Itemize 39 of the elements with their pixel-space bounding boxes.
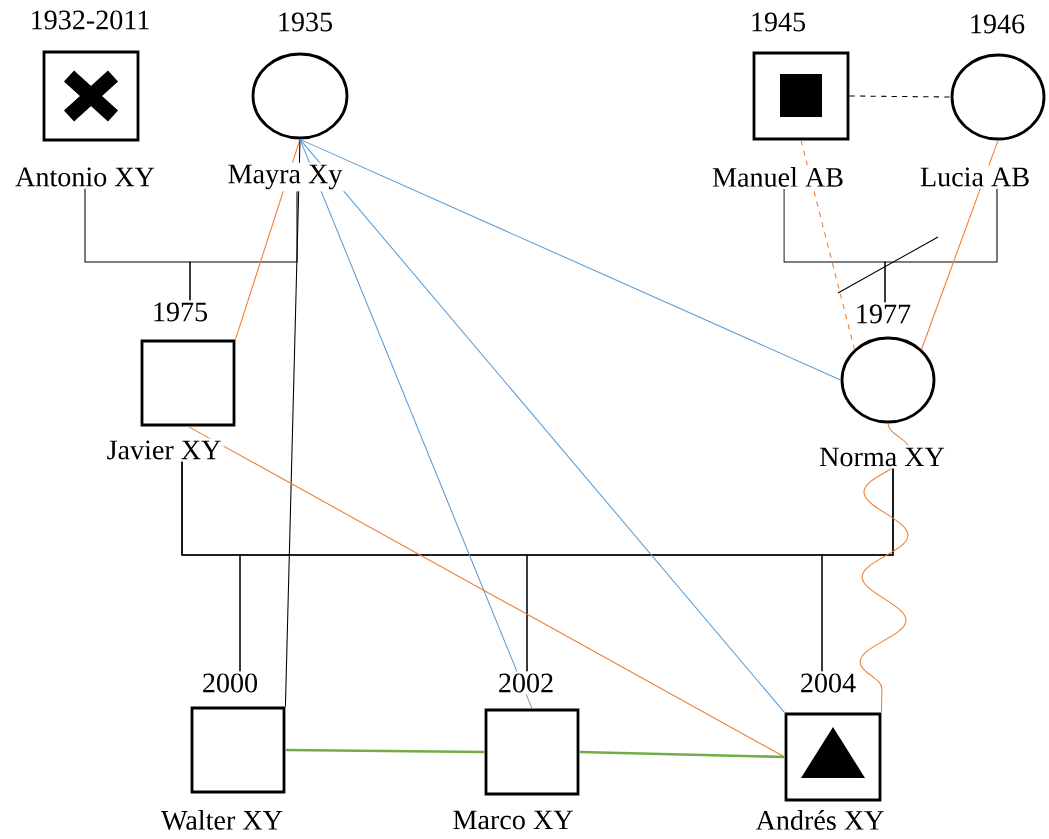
connector-line [299,138,842,381]
year-label: 1945 [752,12,805,32]
year-label: 2002 [499,673,553,693]
year-label: 1946 [971,14,1025,34]
name-label: Marco XY [453,810,573,830]
year-label: 1935 [279,12,332,32]
year-label: 2000 [203,673,258,693]
male-square [161,673,286,830]
connector-line [299,138,533,710]
connector-line [284,138,301,708]
name-label: Mayra Xy [228,164,343,190]
connector-line [299,138,786,714]
name-label: Andrés XY [755,810,884,830]
male-square [712,12,850,187]
connector-line [285,748,485,754]
name-label: Manuel AB [712,167,843,187]
connector-line [884,188,998,303]
year-label: 2004 [801,673,856,693]
name-label: Norma XY [819,447,945,467]
male-square [15,10,155,187]
year-label: 1932-2011 [32,10,149,30]
male-square [755,673,884,830]
connector-line [821,468,894,672]
connector-line [187,425,786,758]
female-circle [920,14,1046,187]
name-label: Javier XY [107,440,221,460]
female-circle [228,12,349,190]
year-label: 1977 [857,304,911,324]
name-label: Walter XY [161,810,283,830]
connector-line [859,422,911,714]
connector-line [921,139,999,350]
name-label: Antonio XY [15,167,155,187]
male-square [453,673,580,830]
connector-line [189,190,298,301]
female-circle [819,304,945,467]
year-label: 1975 [154,302,207,322]
male-square [107,302,236,460]
name-label: Lucia AB [920,167,1029,187]
connector-line [579,750,785,759]
